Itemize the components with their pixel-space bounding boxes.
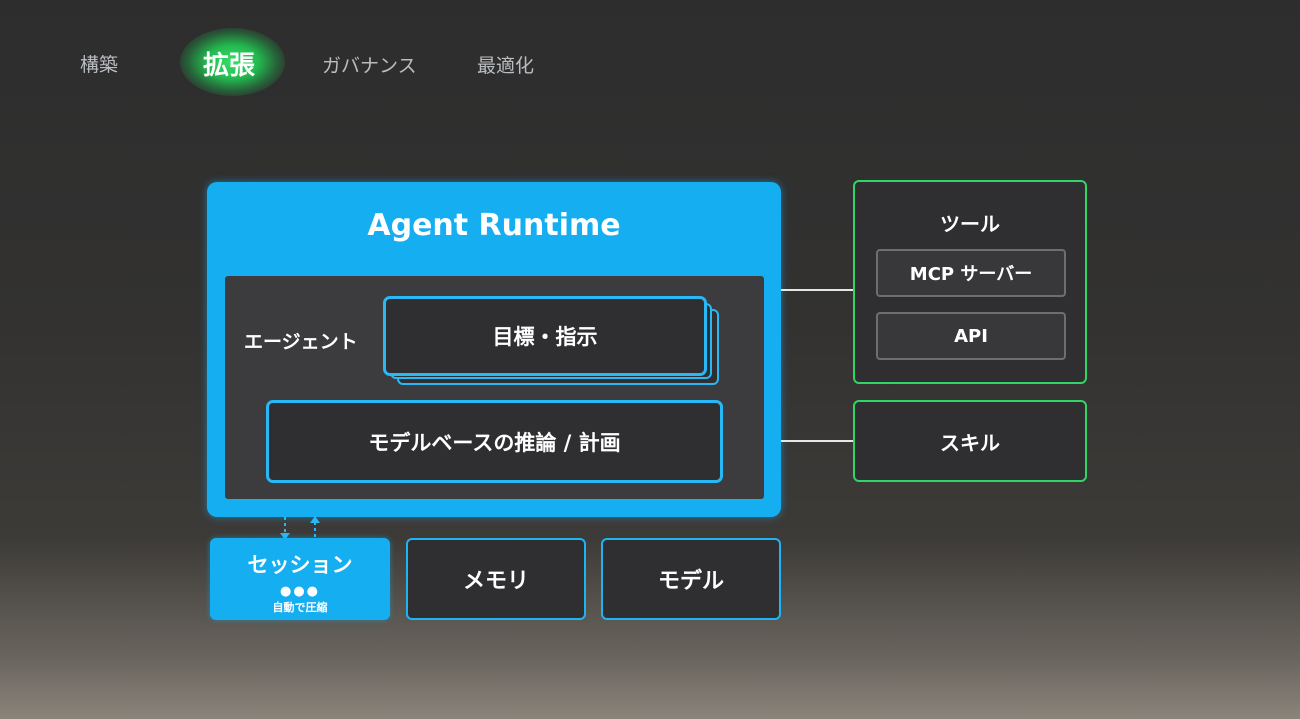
tools-connector [781, 289, 853, 291]
runtime-title: Agent Runtime [367, 208, 621, 243]
session-label: セッション [247, 553, 353, 577]
session-dots: ●●● [279, 584, 321, 599]
model-box: モデル [601, 538, 781, 620]
session-box: セッション ●●● 自動で圧縮 [210, 538, 390, 620]
tool-item-api: API [876, 312, 1066, 360]
down-arrow-head [280, 533, 290, 540]
up-arrow-head [310, 516, 320, 523]
tools-title: ツール [940, 212, 1000, 236]
skills-box: スキル [853, 400, 1087, 482]
tab-governance[interactable]: ガバナンス [322, 55, 417, 77]
tab-optimize[interactable]: 最適化 [477, 55, 535, 77]
tab-build[interactable]: 構築 [80, 54, 119, 76]
skills-connector [781, 440, 853, 442]
tools-box: ツール MCP サーバー API [853, 180, 1087, 384]
agent-label: エージェント [244, 331, 358, 353]
session-sublabel: 自動で圧縮 [272, 601, 328, 614]
goal-card: 目標・指示 [383, 296, 707, 376]
tab-extend[interactable]: 拡張 [203, 51, 256, 81]
tool-item-mcp-server: MCP サーバー [876, 249, 1066, 297]
reasoning-card: モデルベースの推論 / 計画 [266, 400, 723, 483]
memory-box: メモリ [406, 538, 586, 620]
active-tab-glow [180, 28, 285, 96]
session-arrows [280, 516, 320, 540]
